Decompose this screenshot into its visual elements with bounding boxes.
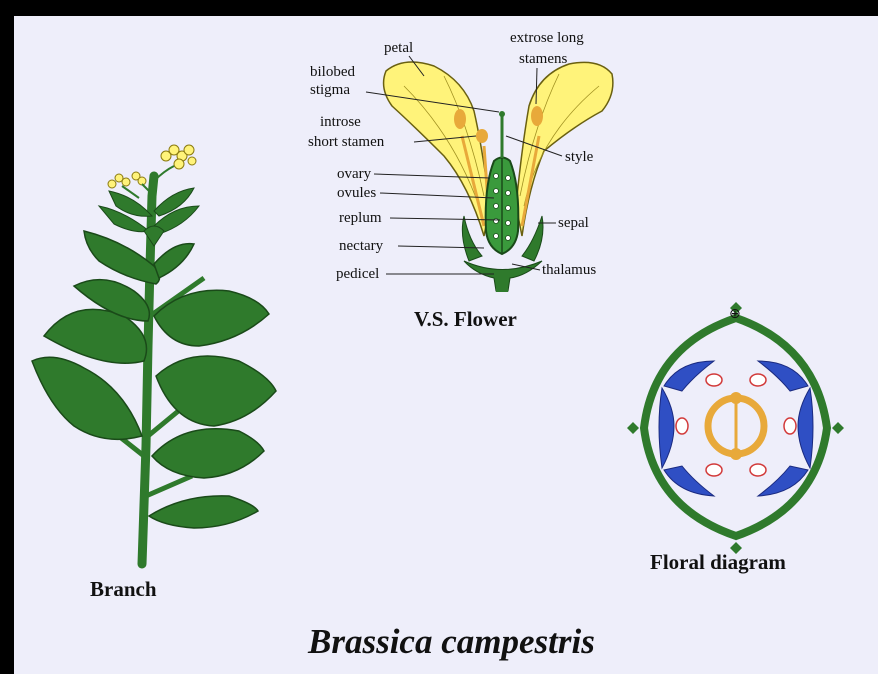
floral-diagram-illustration <box>627 302 844 554</box>
leaf <box>32 357 142 439</box>
floral-caption: Floral diagram <box>650 550 786 574</box>
leaf <box>149 496 258 528</box>
vs-flower-illustration <box>384 62 613 292</box>
label-thalamus: thalamus <box>542 262 596 278</box>
diagram-title: Brassica campestris <box>307 622 595 661</box>
diagram-svg: Branch <box>14 16 878 674</box>
flower-caption: V.S. Flower <box>414 307 517 331</box>
label-ovules: ovules <box>337 185 376 201</box>
branch-caption: Branch <box>90 577 157 601</box>
label-extrose-1: extrose long <box>510 30 584 46</box>
label-introse-1: introse <box>320 114 361 130</box>
label-introse-2: short stamen <box>308 134 385 150</box>
label-nectary: nectary <box>339 238 384 254</box>
label-bilobed-1: bilobed <box>310 64 355 80</box>
leaf <box>152 429 264 478</box>
label-style: style <box>565 149 594 165</box>
branch-illustration <box>32 145 276 564</box>
actinomorphic-symbol: ⊕ <box>729 306 741 322</box>
label-replum: replum <box>339 210 382 226</box>
label-ovary: ovary <box>337 166 372 182</box>
label-sepal: sepal <box>558 215 589 231</box>
diagram-canvas: Branch <box>14 16 878 674</box>
label-bilobed-2: stigma <box>310 82 350 98</box>
label-extrose-2: stamens <box>519 51 567 67</box>
label-petal: petal <box>384 40 413 56</box>
leaf <box>154 244 194 278</box>
left-petal <box>384 62 490 236</box>
label-pedicel: pedicel <box>336 266 379 282</box>
